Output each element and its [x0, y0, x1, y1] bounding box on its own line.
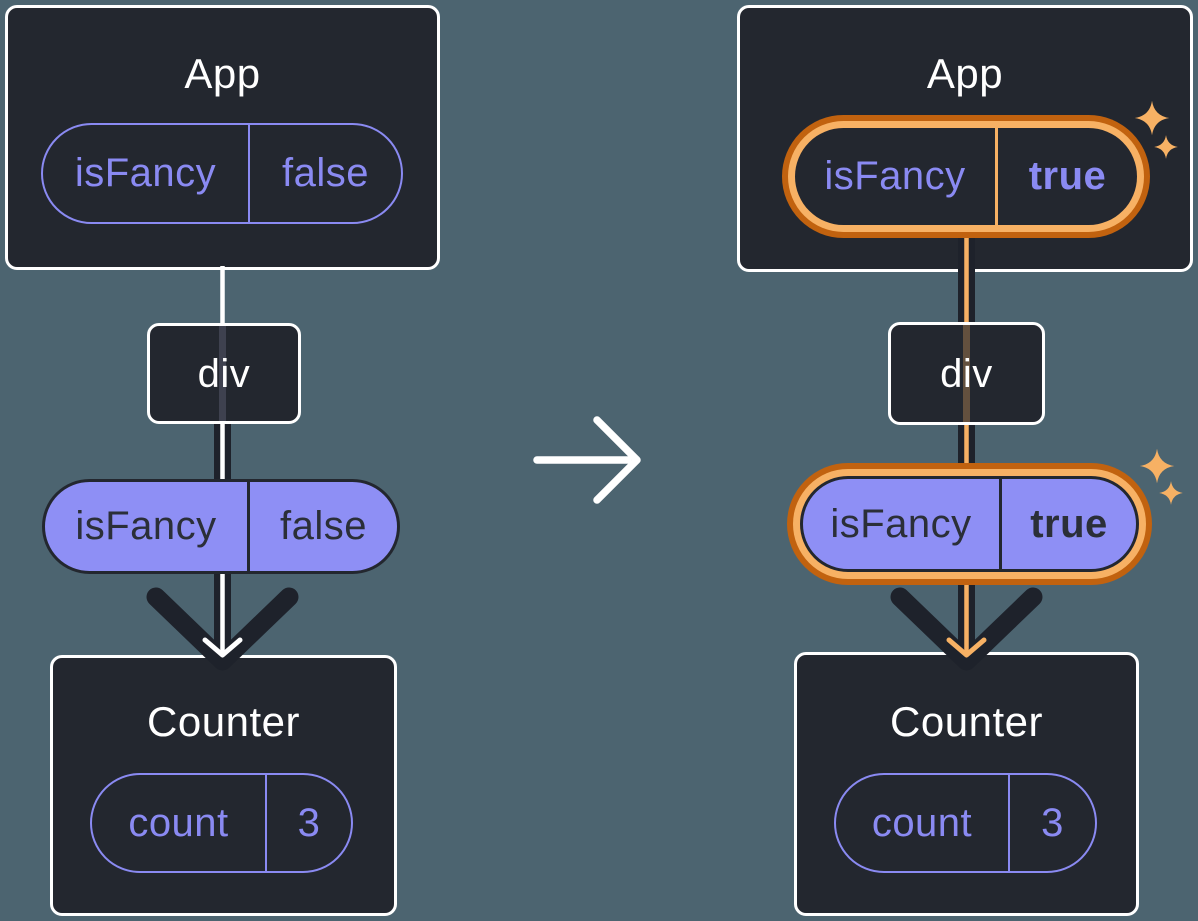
- left-counter-title: Counter: [147, 698, 300, 745]
- left-div-label: div: [197, 352, 251, 396]
- right-flow-arrow: [890, 222, 1043, 671]
- state-name-label: count: [128, 800, 229, 845]
- right-app-title: App: [926, 50, 1004, 97]
- right-counter-title: Counter: [890, 698, 1043, 745]
- sparkle-icon: [1154, 135, 1178, 159]
- prop-value-label: false: [247, 482, 397, 571]
- right-passed-prop-pill-highlighted: isFancy true: [787, 463, 1152, 585]
- left-app-title: App: [184, 50, 261, 97]
- left-passed-prop-pill: isFancy false: [42, 479, 400, 574]
- right-counter-state-pill: count 3: [834, 773, 1097, 873]
- prop-name-label: isFancy: [75, 504, 217, 548]
- prop-name-label: isFancy: [824, 154, 966, 198]
- right-div-label: div: [940, 352, 993, 396]
- left-counter-state-pill: count 3: [90, 773, 353, 873]
- state-value-label: 3: [265, 775, 351, 871]
- left-div-box: [147, 323, 301, 424]
- prop-name-label: isFancy: [74, 151, 217, 195]
- sparkle-icon: [1159, 481, 1183, 505]
- left-app-prop-pill: isFancy false: [41, 123, 403, 224]
- prop-value-label: true: [999, 479, 1136, 569]
- prop-value-label: true: [995, 128, 1137, 225]
- right-app-prop-pill-highlighted: isFancy true: [782, 115, 1150, 238]
- pass-through-line: [219, 326, 226, 421]
- transition-arrow-icon: [533, 416, 641, 504]
- sparkle-icon: [1134, 100, 1170, 136]
- state-value-label: 3: [1008, 775, 1095, 871]
- prop-name-label: isFancy: [830, 501, 972, 546]
- sparkle-icon: [1139, 448, 1175, 484]
- prop-value-label: false: [248, 125, 401, 222]
- state-name-label: count: [871, 800, 973, 845]
